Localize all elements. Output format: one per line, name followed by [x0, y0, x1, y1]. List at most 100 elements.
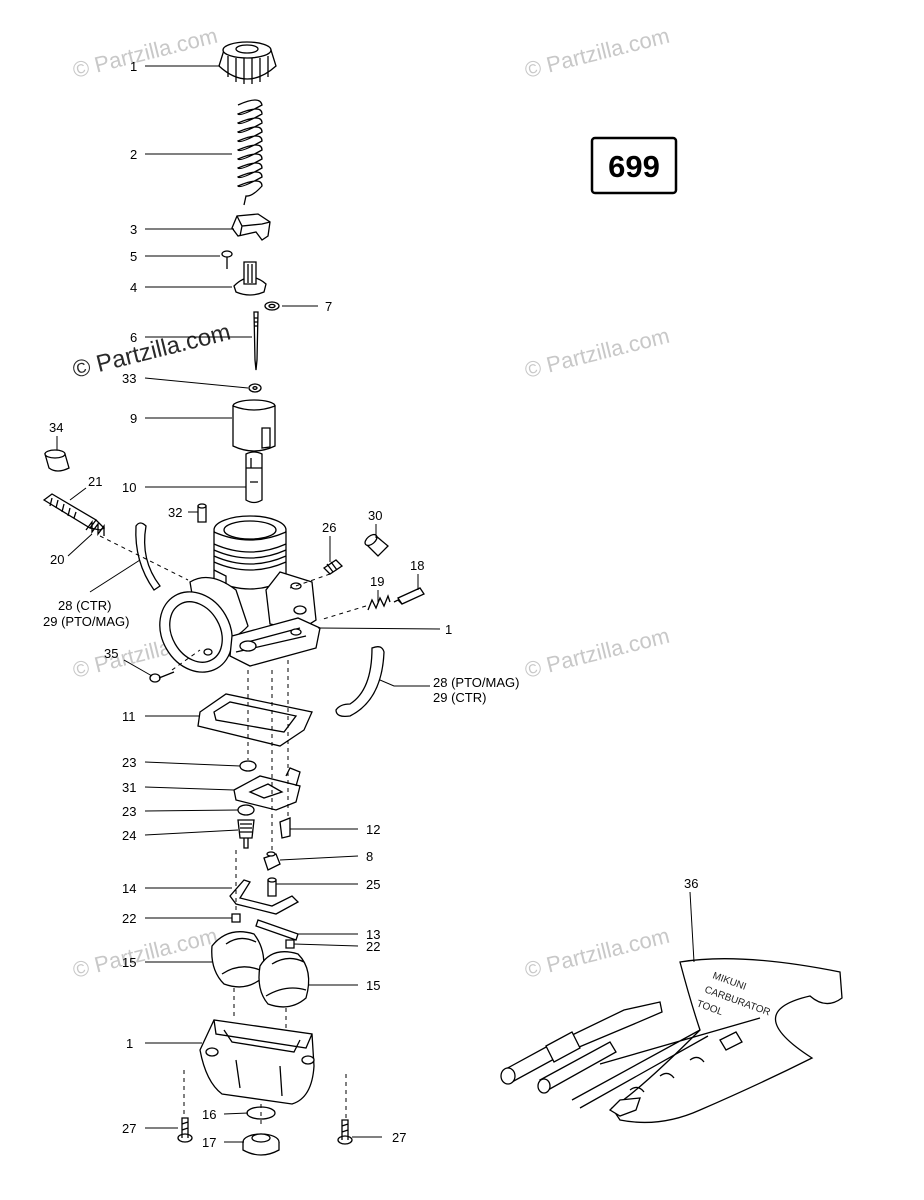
callout: 29 (CTR): [433, 690, 486, 705]
float-pin-stop: [231, 913, 241, 923]
callout: 3: [130, 222, 137, 237]
callout: 29 (PTO/MAG): [43, 614, 129, 629]
callout: 20: [50, 552, 64, 567]
callout: 19: [370, 574, 384, 589]
vent-hose-right: [335, 646, 385, 718]
float-bowl-gasket: [197, 693, 313, 747]
leader-lines: [56, 65, 695, 1143]
baffle-plate: [233, 767, 301, 811]
part-drawings: MIKUNI CARBURATOR TOOL: [42, 41, 843, 1156]
callout: 32: [168, 505, 182, 520]
bowl-screw-left: [177, 1117, 193, 1143]
callout: 21: [88, 474, 102, 489]
callout: 16: [202, 1107, 216, 1122]
o-ring: [239, 760, 257, 772]
o-ring-b: [237, 804, 255, 816]
callout: 23: [122, 755, 136, 770]
sleeve: [44, 449, 70, 472]
callout: 22: [366, 939, 380, 954]
bowl-screw-right: [337, 1119, 353, 1145]
e-clip: [264, 301, 280, 311]
screw-spring: [85, 520, 105, 536]
main-jet: [263, 851, 281, 871]
watermark: © Partzilla.com: [70, 319, 233, 384]
float-arm: [229, 879, 300, 915]
watermark: © Partzilla.com: [522, 23, 672, 83]
callout: 33: [122, 371, 136, 386]
idle-pin: [197, 503, 207, 523]
callout: 27: [392, 1130, 406, 1145]
jet-needle: [253, 311, 259, 371]
screw-35: [149, 671, 175, 683]
float-pin: [255, 919, 299, 941]
callout: 25: [366, 877, 380, 892]
callout: 27: [122, 1121, 136, 1136]
callout: 18: [410, 558, 424, 573]
callout: 34: [49, 420, 63, 435]
callout: 35: [104, 646, 118, 661]
watermark: © Partzilla.com: [522, 323, 672, 383]
washer: [248, 383, 262, 393]
retaining-screw: [221, 250, 233, 269]
callout: 2: [130, 147, 137, 162]
callout: 24: [122, 828, 136, 843]
float-left: [211, 931, 265, 988]
callout: 28 (CTR): [58, 598, 111, 613]
reference-box: 699: [590, 136, 678, 195]
watermarks: © Partzilla.com © Partzilla.com © Partzi…: [70, 23, 672, 983]
callout: 36: [684, 876, 698, 891]
vent-hose-left: [135, 522, 161, 591]
reference-number: 699: [608, 149, 660, 184]
throttle-stop-screw: [322, 559, 344, 575]
callout: 15: [366, 978, 380, 993]
callout: 1: [445, 622, 452, 637]
callout: 9: [130, 411, 137, 426]
screw-spring-19: [367, 594, 391, 611]
throttle-bracket: [231, 213, 271, 241]
mixing-chamber-cap: [218, 41, 277, 84]
callout: 1: [130, 59, 137, 74]
callout: 4: [130, 280, 137, 295]
callout: 8: [366, 849, 373, 864]
callout: 7: [325, 299, 332, 314]
callout-labels: 1 2 3 5 4 7 6 33 9 34 10 21 32 26 30 20 …: [43, 59, 698, 1150]
callout: 14: [122, 881, 136, 896]
callout: 11: [122, 709, 136, 724]
callout: 17: [202, 1135, 216, 1150]
needle-plate: [233, 261, 267, 296]
watermark: © Partzilla.com: [70, 923, 220, 983]
float-pin-stop-b: [285, 939, 295, 949]
throttle-spring: [237, 99, 263, 206]
needle-jet: [237, 819, 255, 849]
drain-plug: [242, 1133, 280, 1156]
callout: 31: [122, 780, 136, 795]
carburetor-body: [159, 515, 321, 673]
throttle-valve: [232, 399, 276, 452]
watermark: © Partzilla.com: [522, 923, 672, 983]
screw-18: [393, 587, 425, 605]
callout: 1: [126, 1036, 133, 1051]
callout: 13: [366, 927, 380, 942]
callout: 22: [122, 911, 136, 926]
callout: 5: [130, 249, 137, 264]
callout: 26: [322, 520, 336, 535]
watermark: © Partzilla.com: [522, 623, 672, 683]
float-right: [258, 951, 310, 1008]
callout: 28 (PTO/MAG): [433, 675, 519, 690]
pilot-air-screw: [42, 493, 106, 531]
valve-shaft: [245, 451, 263, 504]
assembly-lines: [99, 535, 367, 1128]
callout: 30: [368, 508, 382, 523]
float-bowl: [199, 1019, 315, 1105]
callout: 6: [130, 330, 137, 345]
tool-kit: MIKUNI CARBURATOR TOOL: [500, 958, 843, 1124]
needle-valve: [267, 877, 277, 897]
callout: 23: [122, 804, 136, 819]
callout: 10: [122, 480, 136, 495]
callout: 12: [366, 822, 380, 837]
callout: 15: [122, 955, 136, 970]
pilot-jet: [279, 817, 291, 839]
watermark: © Partzilla.com: [70, 23, 220, 83]
